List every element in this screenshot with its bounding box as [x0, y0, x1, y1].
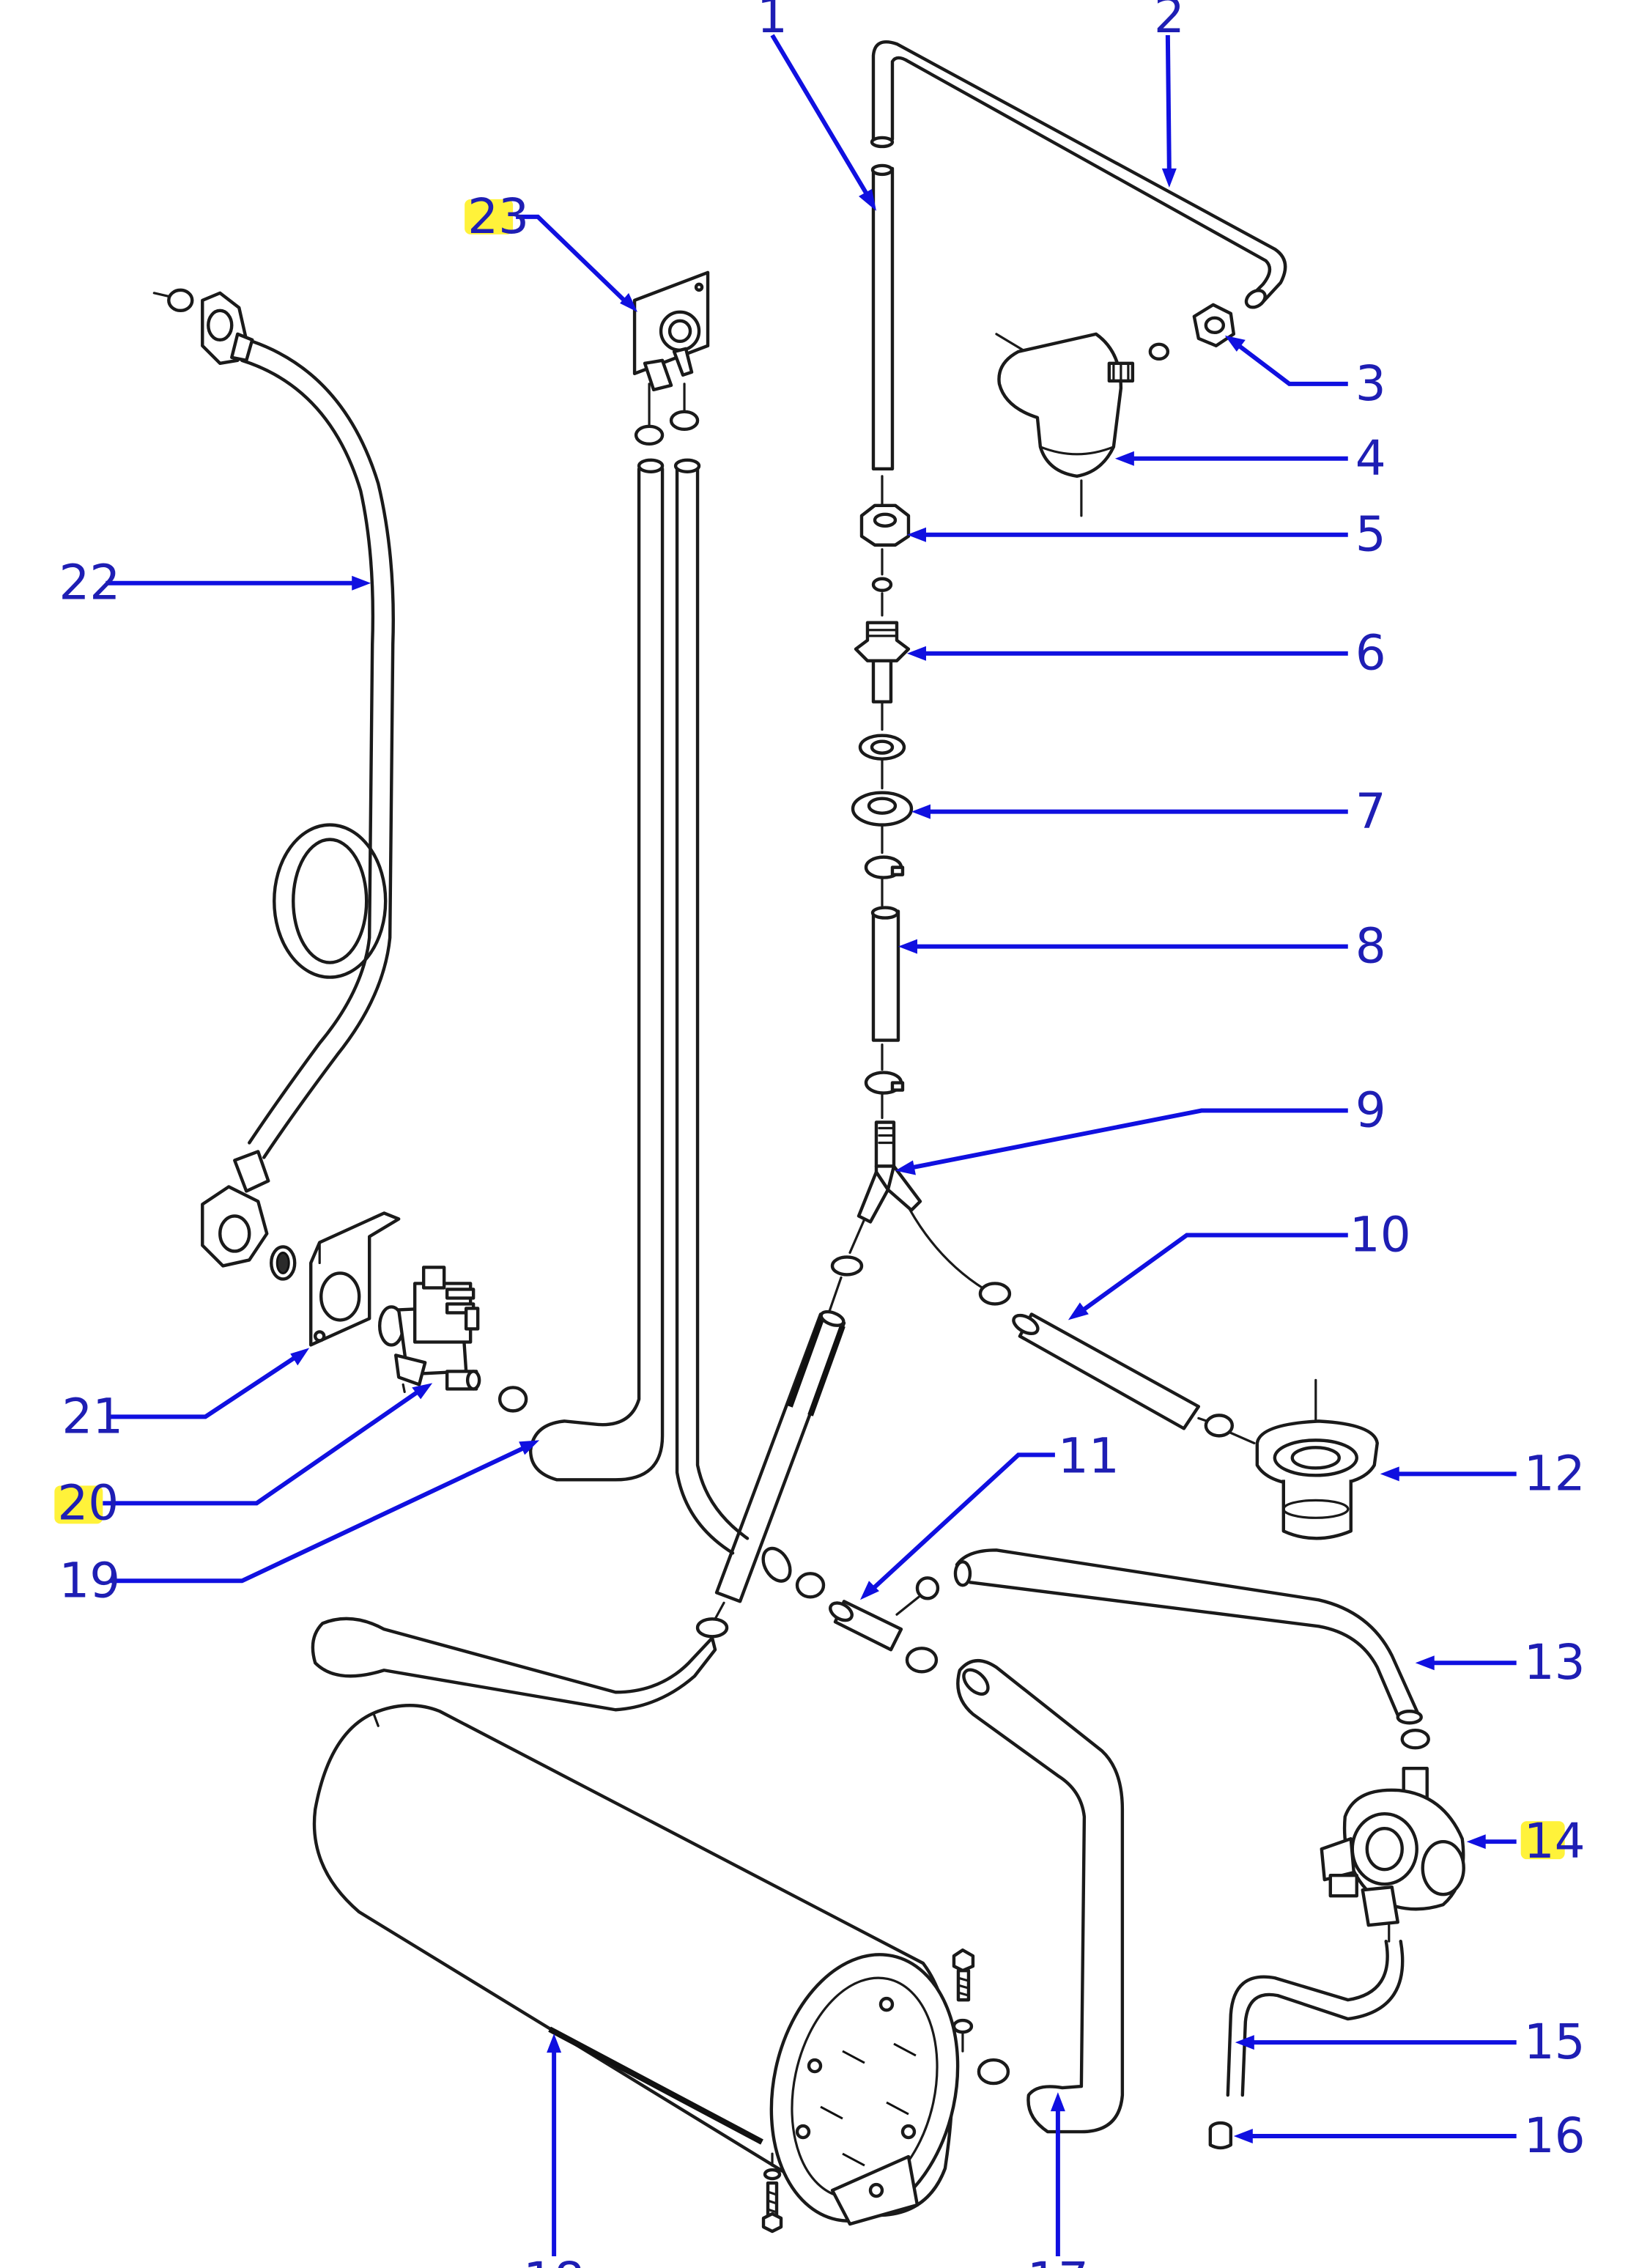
- leader-20: [103, 1383, 433, 1506]
- part-7-lock-nut: [851, 791, 914, 827]
- callout-14: 14: [1524, 1813, 1586, 1869]
- part-8-tube: [870, 906, 900, 1042]
- callout-4: 4: [1355, 430, 1386, 487]
- part-3-nut: [1192, 303, 1236, 348]
- part-6-fitting: [854, 621, 911, 731]
- part-15-tube: [1226, 1939, 1405, 2097]
- clamp-10: [978, 1282, 1012, 1306]
- leader-12: [1380, 1466, 1517, 1482]
- part-17-hose: [956, 1659, 1125, 2134]
- leader-10: [1068, 1233, 1348, 1320]
- part-9-y-connector: [857, 1120, 922, 1224]
- leader-22: [106, 575, 371, 591]
- callout-10: 10: [1350, 1206, 1411, 1263]
- part-22-lower-fitting: [201, 1150, 297, 1281]
- tank-bolt-bottom: [761, 2152, 783, 2234]
- part-11-connector: [761, 1546, 940, 1674]
- part-16-cap: [1208, 2121, 1233, 2150]
- callout-9: 9: [1355, 1082, 1386, 1139]
- clamp-upper: [864, 855, 905, 879]
- leader-13: [1415, 1655, 1517, 1671]
- callout-21: 21: [62, 1388, 123, 1444]
- callout-16: 16: [1524, 2108, 1586, 2164]
- leader-11: [859, 1452, 1055, 1600]
- part-18-tank: [311, 1617, 960, 2226]
- part-22-hose: [240, 339, 395, 1159]
- leader-17: [1050, 2092, 1065, 2257]
- washer-6: [858, 734, 906, 761]
- leader-6: [906, 646, 1348, 661]
- clamp-lower: [864, 1071, 905, 1095]
- clamp-17: [977, 2058, 1010, 2086]
- part-4-elbow-connector: [995, 332, 1135, 517]
- callout-highlights: [54, 199, 1565, 1860]
- callout-17: 17: [1027, 2252, 1089, 2268]
- leader-19: [110, 1440, 540, 1584]
- callout-numbers: 1 2 3 4 5 6 7 8 9 10 11 12 13 14 15 16 1…: [57, 0, 1585, 2268]
- leader-2: [1161, 34, 1177, 188]
- leader-lines: [103, 34, 1517, 2257]
- tank-bolt-right: [952, 1948, 975, 2053]
- clamp-20: [497, 1386, 528, 1413]
- leader-1: [770, 34, 876, 211]
- part-23-switch: [632, 270, 710, 392]
- leader-8: [898, 939, 1348, 954]
- leader-9: [895, 1108, 1348, 1175]
- branch-right-line: [907, 1205, 986, 1291]
- paired-tubes: [528, 458, 750, 1555]
- clamps-23: [634, 383, 700, 446]
- callout-22: 22: [59, 555, 120, 611]
- small-washer: [871, 577, 893, 592]
- clamp-tank-left: [695, 1617, 729, 1639]
- callout-3: 3: [1355, 355, 1386, 412]
- long-diagonal-tube: [714, 1310, 846, 1603]
- part-14-pump: [1320, 1767, 1465, 1943]
- clamp-19-upper: [830, 1255, 864, 1277]
- part-13-hose: [953, 1548, 1423, 1725]
- part-10-tube: [1012, 1312, 1201, 1430]
- tank-studs: [820, 2042, 917, 2167]
- callout-18: 18: [523, 2252, 585, 2268]
- leader-21: [110, 1348, 310, 1419]
- callout-2: 2: [1154, 0, 1185, 44]
- callout-12: 12: [1524, 1445, 1586, 1501]
- callout-19: 19: [59, 1552, 120, 1608]
- callout-5: 5: [1355, 506, 1386, 563]
- callout-6: 6: [1355, 625, 1386, 681]
- highlight-14: [1520, 1821, 1565, 1860]
- leader-14: [1466, 1834, 1517, 1850]
- callout-1: 1: [757, 0, 788, 44]
- leader-16: [1233, 2129, 1517, 2144]
- washer-3: [1148, 342, 1170, 361]
- callout-13: 13: [1524, 1634, 1586, 1691]
- part-12-flange-fitting: [1255, 1378, 1379, 1540]
- leader-5: [906, 527, 1348, 542]
- clamp-12: [1204, 1414, 1235, 1438]
- leader-4: [1114, 451, 1348, 466]
- leader-7: [911, 804, 1348, 819]
- callout-23: 23: [467, 188, 529, 245]
- part-drawings: [152, 40, 1465, 2234]
- clamp-13: [1400, 1729, 1430, 1750]
- part-21-bracket: [309, 1211, 401, 1347]
- leader-23: [516, 214, 638, 312]
- part-2-bent-tube: [870, 40, 1287, 309]
- callout-15: 15: [1524, 2014, 1586, 2070]
- leader-3: [1224, 335, 1348, 386]
- callout-7: 7: [1355, 783, 1386, 840]
- part-20-solenoid-valve: [377, 1266, 481, 1393]
- callout-11: 11: [1058, 1427, 1120, 1484]
- callout-8: 8: [1355, 918, 1386, 975]
- highlight-23: [465, 199, 514, 234]
- part-5-nut: [859, 503, 911, 547]
- leader-15: [1235, 2035, 1517, 2050]
- highlight-20: [54, 1485, 103, 1524]
- leader-18: [547, 2034, 562, 2257]
- branch-left-line: [848, 1217, 866, 1255]
- part-1-tube: [870, 163, 895, 509]
- part-22-upper-fitting: [152, 288, 254, 366]
- callout-20: 20: [57, 1474, 119, 1531]
